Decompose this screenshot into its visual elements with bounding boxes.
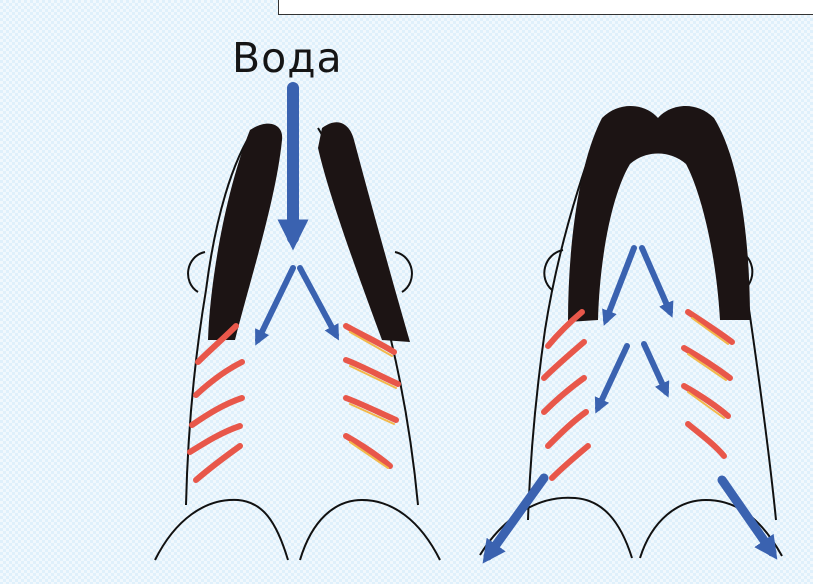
- exit-arrow-right: [722, 480, 772, 552]
- water-label: Вода: [232, 34, 343, 82]
- water-arrow-left-branch: [258, 268, 293, 340]
- exit-arrow-left: [488, 478, 544, 556]
- left-pectoral-line-2: [300, 500, 440, 560]
- right-fish-gills-right: [684, 312, 732, 456]
- water-arrow-right-branch: [300, 268, 336, 335]
- left-operculum-left: [188, 252, 205, 292]
- left-pectoral-line: [155, 500, 288, 560]
- left-jaw-right: [318, 122, 410, 342]
- left-operculum-right: [395, 252, 412, 292]
- right-fish-gills-left: [544, 312, 588, 478]
- right-fish-head: [480, 106, 782, 558]
